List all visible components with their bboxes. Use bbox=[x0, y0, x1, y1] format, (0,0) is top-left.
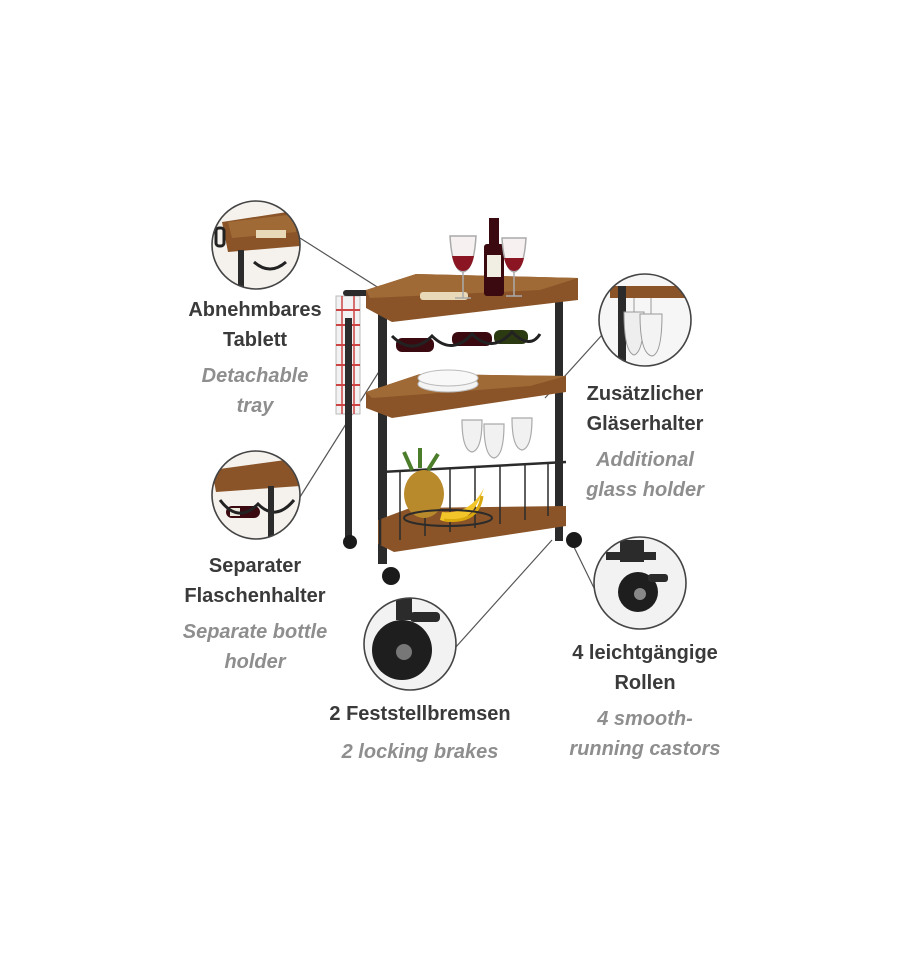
label-glass-holder-en: Additional glass holder bbox=[565, 445, 725, 505]
text-line: 2 Feststellbremsen bbox=[329, 703, 511, 725]
leader-lines bbox=[299, 237, 603, 649]
bar-cart bbox=[335, 218, 582, 585]
text-line: Additional bbox=[596, 449, 694, 471]
callout-tray bbox=[211, 200, 301, 290]
label-castors-en: 4 smooth- running castors bbox=[550, 704, 740, 764]
text-line: 2 locking brakes bbox=[341, 741, 499, 763]
text-line: Zusätzlicher bbox=[586, 383, 704, 405]
text-line: Separater bbox=[208, 555, 302, 577]
callout-castors bbox=[593, 536, 687, 630]
text-line: tray bbox=[236, 395, 274, 417]
callout-brakes bbox=[363, 597, 457, 691]
callout-bottle-holder bbox=[211, 450, 301, 540]
text-line: Abnehmbares bbox=[188, 299, 322, 321]
text-line: holder bbox=[224, 651, 286, 673]
label-tray: Abnehmbares Tablett Detachable tray bbox=[170, 295, 340, 421]
text-line: Gläserhalter bbox=[586, 413, 704, 435]
label-brakes-en: 2 locking brakes bbox=[300, 737, 540, 767]
label-bottle-holder-de: Separater Flaschenhalter bbox=[160, 551, 350, 611]
text-line: 4 leichtgängige bbox=[572, 642, 718, 664]
text-line: glass holder bbox=[586, 479, 704, 501]
label-tray-de: Abnehmbares Tablett bbox=[170, 295, 340, 355]
text-line: Rollen bbox=[614, 672, 676, 694]
text-line: Tablett bbox=[222, 329, 288, 351]
text-line: Separate bottle bbox=[182, 621, 328, 643]
text-line: Flaschenhalter bbox=[184, 585, 326, 607]
label-bottle-holder: Separater Flaschenhalter Separate bottle… bbox=[160, 551, 350, 677]
label-castors-de: 4 leichtgängige Rollen bbox=[550, 638, 740, 698]
label-brakes-de: 2 Feststellbremsen bbox=[300, 699, 540, 729]
label-castors: 4 leichtgängige Rollen 4 smooth- running… bbox=[550, 638, 740, 764]
text-line: Detachable bbox=[201, 365, 309, 387]
label-glass-holder-de: Zusätzlicher Gläserhalter bbox=[565, 379, 725, 439]
text-line: 4 smooth- bbox=[597, 708, 693, 730]
callout-glass-holder bbox=[598, 273, 692, 367]
label-glass-holder: Zusätzlicher Gläserhalter Additional gla… bbox=[565, 379, 725, 505]
label-tray-en: Detachable tray bbox=[170, 361, 340, 421]
text-line: running castors bbox=[569, 738, 721, 760]
label-bottle-holder-en: Separate bottle holder bbox=[160, 617, 350, 677]
label-brakes: 2 Feststellbremsen 2 locking brakes bbox=[300, 699, 540, 767]
